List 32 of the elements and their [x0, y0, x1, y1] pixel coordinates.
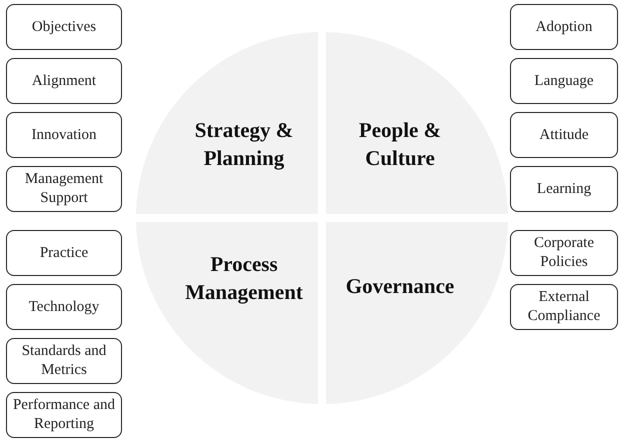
topic-label: Alignment — [32, 72, 96, 90]
quadrant-title: Strategy & Planning — [194, 117, 294, 172]
topic-label: Standards and Metrics — [20, 342, 108, 380]
topic-label: Adoption — [536, 18, 592, 36]
topic-box — [6, 112, 122, 158]
quadrant-title: Process Management — [184, 251, 304, 306]
topic-label: Technology — [28, 298, 100, 316]
topic-box — [6, 230, 122, 276]
topic-box — [510, 112, 618, 158]
topic-label: Attitude — [539, 126, 589, 144]
quadrant-title: People & Culture — [358, 117, 442, 172]
topic-label: Innovation — [32, 126, 96, 144]
topic-label: Management Support — [24, 170, 104, 208]
topic-label: Learning — [536, 180, 592, 198]
quadrant-title: Governance — [344, 273, 456, 300]
topic-box — [510, 58, 618, 104]
topic-label: External Compliance — [526, 288, 602, 326]
topic-box — [510, 230, 618, 276]
topic-label: Language — [534, 72, 594, 90]
topic-label: Performance and Reporting — [12, 396, 116, 434]
topic-box — [510, 4, 618, 50]
topic-box — [6, 284, 122, 330]
topic-box — [6, 392, 122, 438]
topic-box — [6, 58, 122, 104]
topic-box — [6, 338, 122, 384]
topic-label: Practice — [40, 244, 88, 262]
topic-label: Corporate Policies — [533, 234, 595, 272]
topic-box — [6, 4, 122, 50]
topic-box — [510, 166, 618, 212]
topic-box — [510, 284, 618, 330]
topic-box — [6, 166, 122, 212]
topic-label: Objectives — [32, 18, 96, 36]
